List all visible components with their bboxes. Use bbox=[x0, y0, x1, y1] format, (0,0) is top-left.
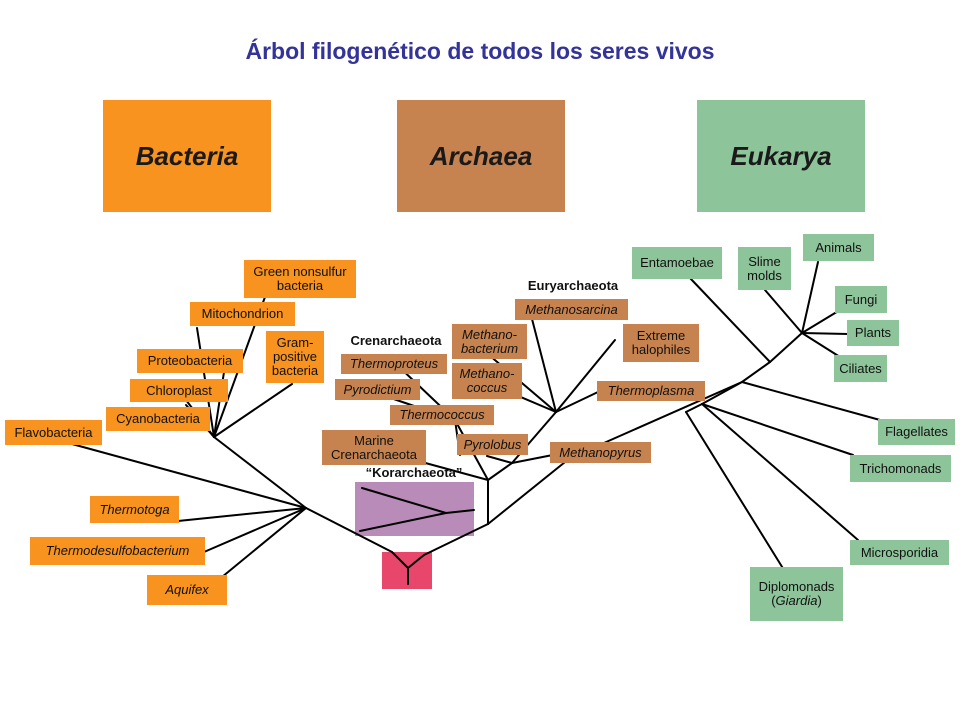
taxon-cyanobacteria: Cyanobacteria bbox=[106, 407, 210, 431]
taxon-thermococcus: Thermococcus bbox=[390, 405, 494, 425]
group-label-korarchaeota: “Korarchaeota” bbox=[365, 465, 463, 480]
taxon-thermotoga: Thermotoga bbox=[90, 496, 179, 523]
taxon-flavobacteria: Flavobacteria bbox=[5, 420, 102, 445]
page-title: Árbol filogenético de todos los seres vi… bbox=[245, 38, 715, 64]
domain-eukarya: Eukarya bbox=[697, 100, 865, 212]
giardia-label: (Giardia) bbox=[771, 593, 822, 608]
domain-bacteria: Bacteria bbox=[103, 100, 271, 212]
taxon-methanococcus: Methano- coccus bbox=[452, 363, 522, 399]
taxon-aquifex: Aquifex bbox=[147, 575, 227, 605]
taxon-animals: Animals bbox=[803, 234, 874, 261]
taxon-methanosarcina: Methanosarcina bbox=[515, 299, 628, 320]
taxon-flagellates: Flagellates bbox=[878, 419, 955, 445]
taxon-slime-molds: Slime molds bbox=[738, 247, 791, 290]
taxon-microsporidia: Microsporidia bbox=[850, 540, 949, 565]
taxon-extreme-halophiles: Extreme halophiles bbox=[623, 324, 699, 362]
taxon-chloroplast: Chloroplast bbox=[130, 379, 228, 402]
taxon-pyrolobus: Pyrolobus bbox=[457, 434, 528, 455]
taxon-ciliates: Ciliates bbox=[834, 355, 887, 382]
taxon-marine-crenarchaeota: Marine Crenarchaeota bbox=[322, 430, 426, 465]
taxon-entamoebae: Entamoebae bbox=[632, 247, 722, 279]
taxon-fungi: Fungi bbox=[835, 286, 887, 313]
taxon-green-nonsulfur-bacteria: Green nonsulfur bacteria bbox=[244, 260, 356, 298]
taxon-gram-positive-bacteria: Gram- positive bacteria bbox=[266, 331, 324, 383]
taxon-thermodesulfobacterium: Thermodesulfobacterium bbox=[30, 537, 205, 565]
taxon-diplomonads: Diplomonads (Giardia) bbox=[750, 567, 843, 621]
taxon-trichomonads: Trichomonads bbox=[850, 455, 951, 482]
taxon-thermoproteus: Thermoproteus bbox=[341, 354, 447, 374]
taxon-mitochondrion: Mitochondrion bbox=[190, 302, 295, 326]
taxon-thermoplasma: Thermoplasma bbox=[597, 381, 705, 401]
diplomonads-label: Diplomonads bbox=[758, 579, 835, 594]
taxon-methanobacterium: Methano- bacterium bbox=[452, 324, 527, 359]
taxon-methanopyrus: Methanopyrus bbox=[550, 442, 651, 463]
group-label-crenarchaeota: Crenarchaeota bbox=[350, 333, 442, 348]
group-label-euryarchaeota: Euryarchaeota bbox=[527, 278, 619, 293]
taxon-pyrodictium: Pyrodictium bbox=[335, 379, 420, 400]
giardia-name: Giardia bbox=[775, 593, 818, 608]
taxon-plants: Plants bbox=[847, 320, 899, 346]
domain-archaea: Archaea bbox=[397, 100, 565, 212]
taxon-proteobacteria: Proteobacteria bbox=[137, 349, 243, 373]
